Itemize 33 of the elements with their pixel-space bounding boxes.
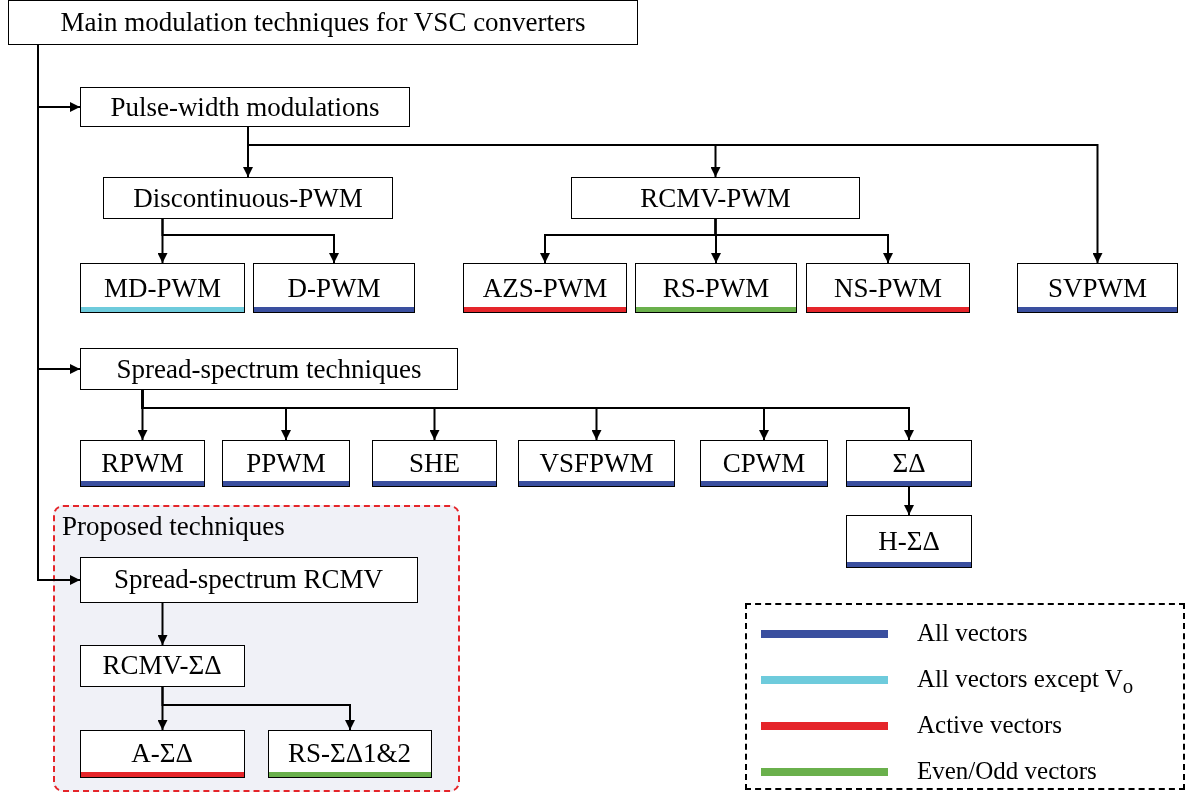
- process-box: D-PWM: [253, 263, 415, 313]
- legend-label: All vectors: [917, 619, 1028, 647]
- arrow: [904, 486, 914, 516]
- process-box: MD-PWM: [80, 263, 245, 313]
- group-panel: [53, 505, 460, 792]
- process-box: SVPWM: [1017, 263, 1178, 313]
- process-box: NS-PWM: [806, 263, 970, 313]
- process-box: ΣΔ: [846, 440, 972, 487]
- process-box: VSFPWM: [518, 440, 675, 487]
- process-box: Spread-spectrum techniques: [80, 348, 458, 390]
- process-box: Pulse-width modulations: [80, 87, 410, 127]
- process-box: Discontinuous-PWM: [103, 177, 393, 219]
- legend-label: Active vectors: [917, 711, 1063, 739]
- process-box: RCMV-ΣΔ: [79, 644, 245, 687]
- process-box: CPWM: [700, 440, 828, 487]
- legend-label: Even/Odd vectors: [917, 757, 1097, 785]
- process-box: PPWM: [222, 440, 350, 487]
- process-box: RPWM: [80, 440, 205, 487]
- arrow: [157, 602, 168, 646]
- process-box: Main modulation techniques for VSC converters: [8, 0, 638, 45]
- arrow: [714, 218, 893, 264]
- process-box: SHE: [372, 440, 497, 487]
- arrow: [161, 218, 339, 264]
- group-heading: Proposed techniques: [62, 511, 285, 542]
- process-box: Spread-spectrum RCMV: [79, 556, 418, 603]
- arrow: [161, 686, 355, 731]
- process-box: A-ΣΔ: [79, 729, 245, 778]
- process-box: H-ΣΔ: [846, 515, 972, 568]
- legend-label: All vectors except V$_{o}$: [917, 665, 1134, 699]
- process-box: RCMV-PWM: [571, 177, 860, 219]
- process-box: AZS-PWM: [463, 263, 627, 313]
- process-box: RS-PWM: [635, 263, 797, 313]
- process-box: RS-ΣΔ1&2: [267, 729, 432, 778]
